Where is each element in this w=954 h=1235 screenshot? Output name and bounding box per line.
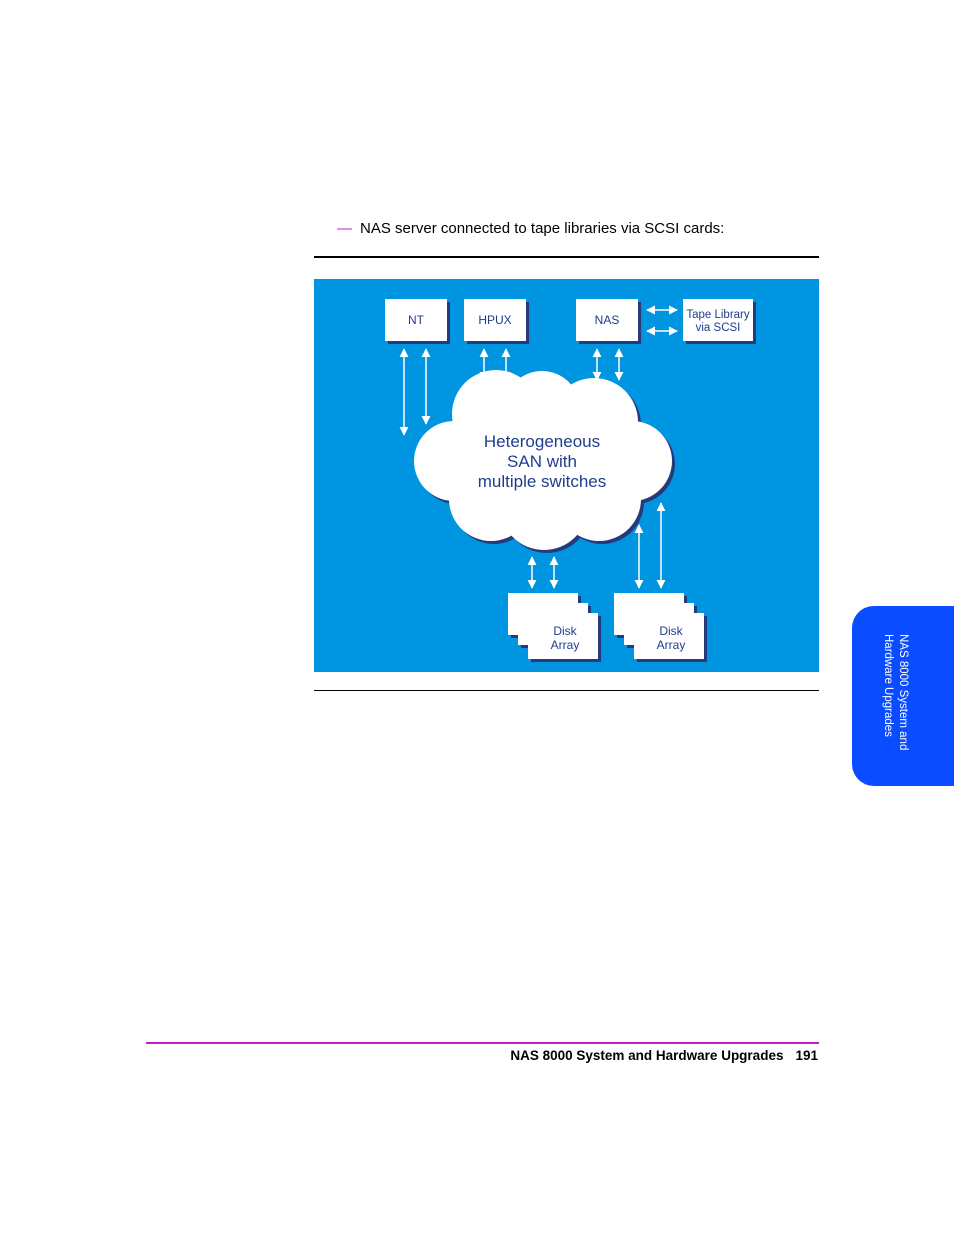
- tape-label-line1: Tape Library: [686, 309, 750, 321]
- tape-label-line2: via SCSI: [696, 322, 741, 334]
- nas-tape-arrows: [646, 305, 678, 336]
- figure-bottom-rule: [314, 690, 819, 691]
- footer-rule: [146, 1042, 819, 1044]
- bullet-item: — NAS server connected to tape libraries …: [337, 219, 724, 239]
- nas-label: NAS: [595, 313, 620, 327]
- hpux-node: HPUX: [464, 299, 529, 344]
- hpux-label: HPUX: [478, 313, 511, 327]
- disk1-label-line1: Disk: [553, 624, 577, 638]
- bullet-text: NAS server connected to tape libraries v…: [360, 220, 725, 237]
- page-number: 191: [795, 1048, 818, 1063]
- tape-library-node: Tape Library via SCSI: [683, 299, 756, 344]
- san-cloud: Heterogeneous SAN with multiple switches: [414, 370, 675, 553]
- bullet-dash: —: [337, 220, 352, 237]
- disk2-label-line2: Array: [657, 638, 686, 652]
- figure-top-rule: [314, 256, 819, 258]
- chapter-tab-line2: Hardware Upgrades: [882, 634, 894, 737]
- cloud-label-line2: SAN with: [507, 452, 577, 471]
- chapter-tab: NAS 8000 System and Hardware Upgrades: [852, 606, 954, 786]
- cloud-label-line3: multiple switches: [478, 472, 607, 491]
- chapter-tab-text: NAS 8000 System and Hardware Upgrades: [860, 634, 910, 774]
- san-diagram: NT HPUX NAS Tape Library via SCSI: [314, 279, 819, 672]
- disk-array-1: Disk Array: [508, 593, 601, 662]
- cloud-label-line1: Heterogeneous: [484, 432, 600, 451]
- san-diagram-svg: NT HPUX NAS Tape Library via SCSI: [314, 279, 819, 672]
- connection-arrows: [399, 348, 666, 589]
- disk-array-2: Disk Array: [614, 593, 707, 662]
- nt-node: NT: [385, 299, 450, 344]
- nas-node: NAS: [576, 299, 641, 344]
- disk1-label-line2: Array: [551, 638, 580, 652]
- chapter-tab-line1: NAS 8000 System and: [897, 634, 909, 751]
- footer-title: NAS 8000 System and Hardware Upgrades: [510, 1048, 784, 1063]
- nt-label: NT: [408, 313, 425, 327]
- page-footer: NAS 8000 System and Hardware Upgrades 191: [510, 1048, 818, 1063]
- disk2-label-line1: Disk: [659, 624, 683, 638]
